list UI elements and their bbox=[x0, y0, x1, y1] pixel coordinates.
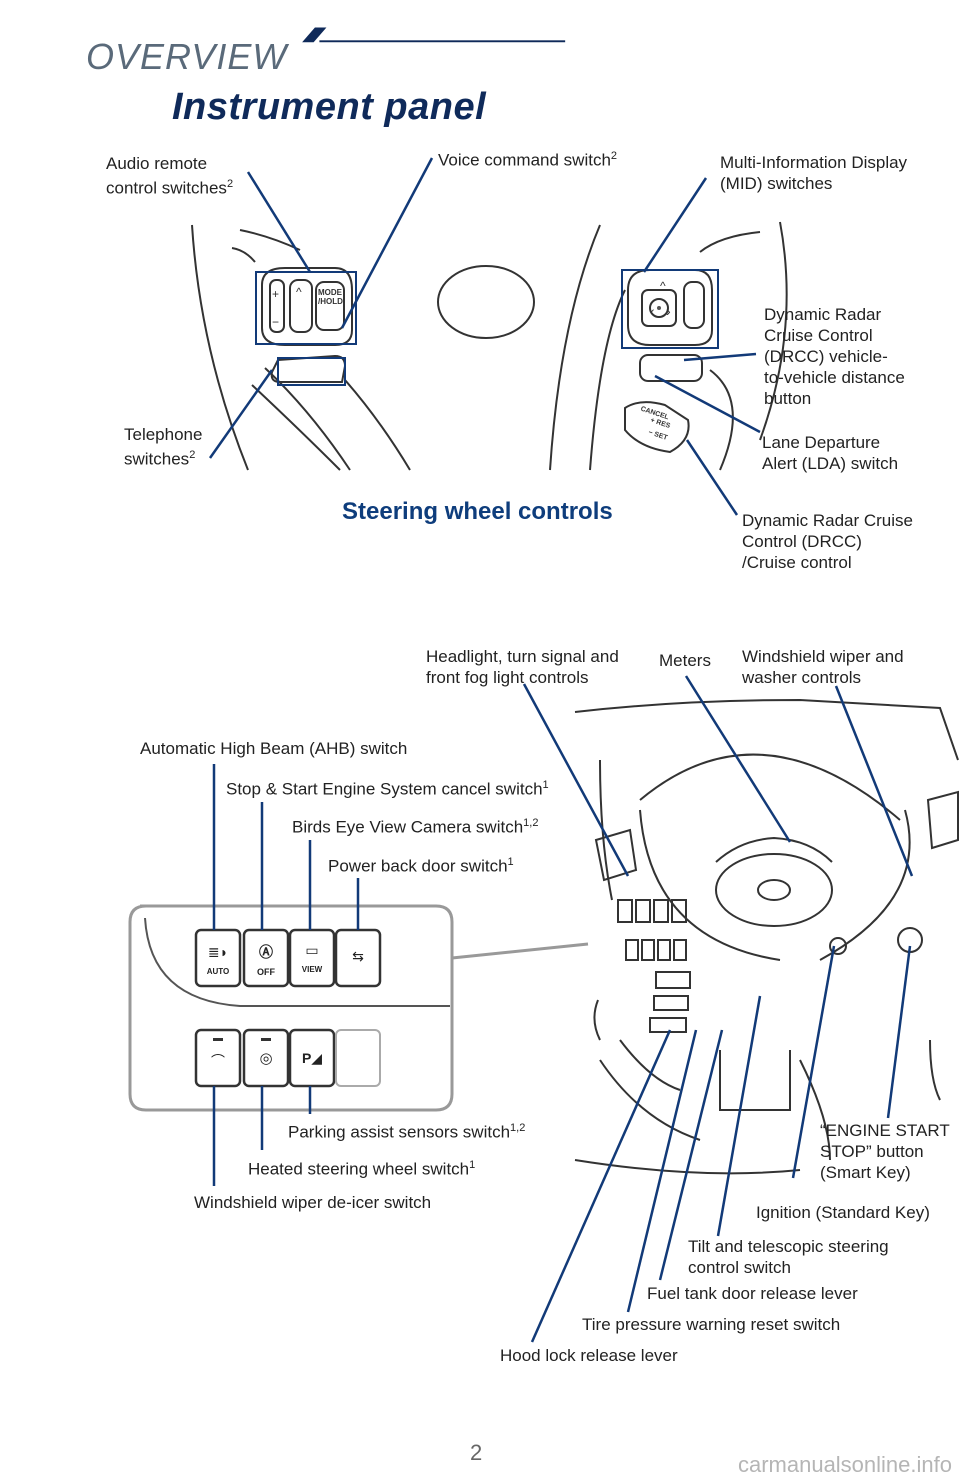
off-label: OFF bbox=[257, 967, 275, 977]
parking-sensor-icon: P◢ bbox=[301, 1050, 323, 1066]
engine-a-icon: Ⓐ bbox=[259, 944, 273, 960]
callout-drcc-distance: Dynamic Radar Cruise Control (DRCC) vehi… bbox=[764, 305, 905, 408]
callout-mid: Multi-Information Display (MID) switches bbox=[720, 153, 908, 193]
watermark: carmanualsonline.info bbox=[737, 1452, 952, 1477]
callout-hood: Hood lock release lever bbox=[500, 1346, 678, 1365]
callout-audio: Audio remote control switches2 bbox=[106, 154, 234, 198]
callout-wiper: Windshield wiper and washer controls bbox=[742, 647, 904, 687]
svg-text:−: − bbox=[272, 315, 279, 329]
ahb-switch[interactable]: ≣◗ AUTO bbox=[196, 930, 240, 986]
callout-stop-start: Stop & Start Engine System cancel switch… bbox=[226, 779, 549, 799]
indicator-icon bbox=[213, 1038, 223, 1041]
birds-eye-switch[interactable]: ▭ VIEW bbox=[290, 930, 334, 986]
power-door-switch[interactable]: ⇆ bbox=[336, 930, 380, 986]
callout-ignition: Ignition (Standard Key) bbox=[756, 1203, 930, 1222]
deicer-switch[interactable]: ⌒ bbox=[196, 1030, 240, 1086]
blank-switch bbox=[336, 1030, 380, 1086]
headlamp-icon: ≣◗ bbox=[207, 944, 229, 960]
auto-label: AUTO bbox=[206, 967, 230, 976]
callout-birds-eye: Birds Eye View Camera switch1,2 bbox=[292, 817, 539, 837]
page-number: 2 bbox=[470, 1440, 483, 1465]
svg-text:‹: ‹ bbox=[650, 303, 655, 319]
callout-parking: Parking assist sensors switch1,2 bbox=[288, 1122, 526, 1142]
callout-headlight: Headlight, turn signal and front fog lig… bbox=[426, 647, 619, 687]
callout-drcc: Dynamic Radar Cruise Control (DRCC) /Cru… bbox=[742, 511, 913, 572]
callout-engine-start: “ENGINE START STOP” button (Smart Key) bbox=[820, 1121, 950, 1182]
steering-heading: Steering wheel controls bbox=[342, 498, 613, 525]
svg-text:^: ^ bbox=[296, 285, 302, 299]
p-label: P bbox=[301, 1050, 312, 1066]
callout-voice: Voice command switch2 bbox=[438, 150, 618, 170]
svg-text:›: › bbox=[666, 303, 671, 319]
callout-heated-wheel: Heated steering wheel switch1 bbox=[248, 1159, 476, 1179]
callout-tilt: Tilt and telescopic steering control swi… bbox=[688, 1237, 889, 1277]
callout-telephone: Telephone switches2 bbox=[124, 425, 203, 469]
view-label: VIEW bbox=[301, 965, 323, 974]
stop-start-switch[interactable]: Ⓐ OFF bbox=[244, 930, 288, 986]
section-label: OVERVIEW bbox=[86, 36, 288, 77]
steering-heat-icon: ◎ bbox=[259, 1050, 273, 1067]
callout-deicer: Windshield wiper de-icer switch bbox=[194, 1193, 432, 1212]
wiper-heat-icon: ⌒ bbox=[211, 1053, 225, 1069]
page-title: Instrument panel bbox=[172, 86, 487, 128]
callout-fuel: Fuel tank door release lever bbox=[647, 1284, 858, 1303]
car-door-icon: ⇆ bbox=[352, 948, 364, 964]
svg-text:^: ^ bbox=[660, 279, 666, 293]
camera-icon: ▭ bbox=[305, 942, 319, 958]
title-bar bbox=[302, 27, 566, 43]
callout-power-door: Power back door switch1 bbox=[328, 856, 514, 876]
callout-meters: Meters bbox=[659, 651, 711, 670]
heated-wheel-switch[interactable]: ◎ bbox=[244, 1030, 288, 1086]
indicator-icon bbox=[261, 1038, 271, 1041]
callout-tire: Tire pressure warning reset switch bbox=[582, 1315, 841, 1334]
callout-ahb: Automatic High Beam (AHB) switch bbox=[140, 739, 408, 758]
callout-lda: Lane Departure Alert (LDA) switch bbox=[762, 433, 899, 473]
svg-text:+: + bbox=[272, 287, 279, 301]
mode-hold-label: MODE /HOLD bbox=[318, 288, 343, 306]
parking-assist-switch[interactable]: P◢ bbox=[290, 1030, 334, 1086]
